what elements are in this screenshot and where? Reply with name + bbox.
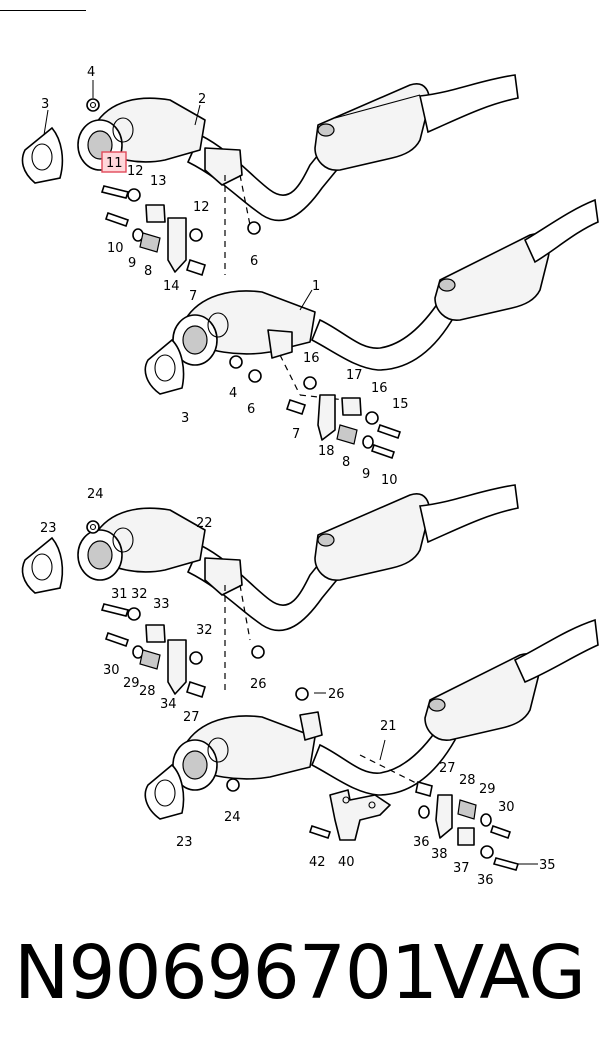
label-4b: 4 [229, 386, 237, 401]
labels-group-1: 4 2 3 12 13 12 10 9 8 14 7 6 1 16 17 16 … [41, 65, 409, 488]
label-7a: 7 [189, 289, 197, 304]
label-32b: 32 [196, 623, 213, 638]
gasket-3-mid [144, 338, 185, 395]
gasket-23-top [21, 536, 64, 594]
exploded-parts-diagram: 11 4 2 3 12 13 12 10 9 8 14 7 6 1 16 17 … [21, 65, 599, 888]
label-11: 11 [106, 156, 123, 171]
label-12b: 12 [193, 200, 210, 215]
hardware-stack-bottom [226, 687, 520, 871]
label-38: 38 [431, 847, 448, 862]
label-24a: 24 [87, 487, 104, 502]
label-24b: 24 [224, 810, 241, 825]
label-31: 31 [111, 587, 128, 602]
label-9b: 9 [362, 467, 370, 482]
hardware-stack-lower [100, 603, 265, 699]
label-23a: 23 [40, 521, 57, 536]
label-27a: 27 [183, 710, 200, 725]
label-7b: 7 [292, 427, 300, 442]
exhaust-assembly-1 [172, 198, 599, 401]
label-27b: 27 [439, 761, 456, 776]
bracket-40 [329, 789, 391, 841]
label-3b: 3 [181, 411, 189, 426]
label-36a: 36 [413, 835, 430, 850]
label-23b: 23 [176, 835, 193, 850]
label-3a: 3 [41, 97, 49, 112]
label-1: 1 [312, 279, 320, 294]
exhaust-assembly-22 [77, 484, 519, 690]
hardware-stack-mid [229, 355, 402, 460]
label-6a: 6 [250, 254, 258, 269]
label-42: 42 [309, 855, 326, 870]
label-33: 33 [153, 597, 170, 612]
label-34: 34 [160, 697, 177, 712]
gasket-23-bottom [144, 763, 185, 820]
label-28b: 28 [459, 773, 476, 788]
nut-24-top [86, 520, 100, 534]
label-10b: 10 [381, 473, 398, 488]
leader-lines [43, 80, 538, 865]
label-12a: 12 [127, 164, 144, 179]
label-22: 22 [196, 516, 213, 531]
label-26b: 26 [328, 687, 345, 702]
nut-4-top [86, 98, 100, 112]
label-16b: 16 [371, 381, 388, 396]
highlight-part-11: 11 [101, 151, 127, 173]
label-4a: 4 [87, 65, 95, 80]
hardware-stack-upper [100, 185, 261, 277]
label-17: 17 [346, 368, 363, 383]
label-36b: 36 [477, 873, 494, 888]
label-9a: 9 [128, 256, 136, 271]
exhaust-assembly-2 [77, 74, 519, 275]
label-8a: 8 [144, 264, 152, 279]
label-40: 40 [338, 855, 355, 870]
label-29b: 29 [479, 782, 496, 797]
label-30b: 30 [498, 800, 515, 815]
label-37: 37 [453, 861, 470, 876]
label-32a: 32 [131, 587, 148, 602]
label-2: 2 [198, 92, 206, 107]
label-28a: 28 [139, 684, 156, 699]
label-29a: 29 [123, 676, 140, 691]
brand-label: VAG [433, 930, 586, 1016]
label-13: 13 [150, 174, 167, 189]
label-21: 21 [380, 719, 397, 734]
exhaust-assembly-21 [172, 618, 599, 796]
top-border-line [0, 10, 86, 11]
label-35: 35 [539, 858, 556, 873]
label-26a: 26 [250, 677, 267, 692]
label-15: 15 [392, 397, 409, 412]
label-18: 18 [318, 444, 335, 459]
label-8b: 8 [342, 455, 350, 470]
label-30a: 30 [103, 663, 120, 678]
label-10a: 10 [107, 241, 124, 256]
label-16a: 16 [303, 351, 320, 366]
labels-group-2: 24 23 22 31 32 33 32 30 29 28 34 27 26 2… [40, 487, 556, 888]
label-6b: 6 [247, 402, 255, 417]
label-14: 14 [163, 279, 180, 294]
part-number: N90696701 [14, 930, 438, 1016]
gasket-3-top [21, 126, 64, 184]
